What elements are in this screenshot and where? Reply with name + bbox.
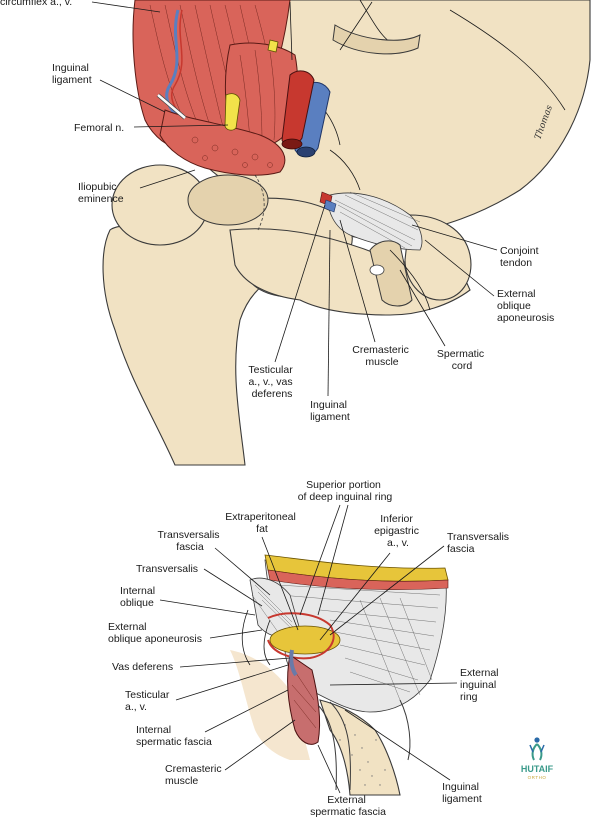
- logo-figure-icon: [529, 737, 545, 761]
- label-inguinal-ligament-bottom: Inguinal ligament: [310, 399, 350, 423]
- label-inguinal-ligament-bottom-fig: Inguinal ligament: [442, 781, 482, 805]
- label-conjoint-tendon: Conjoint tendon: [500, 245, 541, 269]
- label-cremasteric-muscle-top: Cremasteric muscle: [352, 344, 412, 368]
- vas-deferens-tube: [289, 649, 298, 677]
- label-inferior-epigastric: Inferior epigastric a., v.: [374, 513, 422, 549]
- acetabular-rim: [187, 174, 269, 226]
- cut-muscle-mass: [159, 109, 286, 176]
- cut-muscle-texture: [191, 136, 273, 168]
- bottom-labels: Superior portion of deep inguinal ring E…: [108, 479, 512, 818]
- label-external-spermatic-fascia: External spermatic fascia: [310, 794, 386, 818]
- cord-cut-end: [369, 264, 385, 276]
- ligament-curve: [399, 699, 411, 761]
- label-transversalis-fascia-left: Transversalis fascia: [158, 529, 223, 553]
- femoral-nerve: [224, 93, 241, 131]
- bone-stipple: [339, 724, 386, 786]
- fascial-sleeve-a: [317, 704, 337, 791]
- logo-subtitle: ORTHO: [528, 775, 547, 780]
- label-internal-oblique: Internal oblique: [120, 585, 158, 609]
- genitofemoral-nerve: [267, 39, 279, 53]
- bottom-illustration: [230, 554, 449, 796]
- fascial-sleeve-b: [329, 701, 351, 791]
- top-illustration: Thomas: [102, 0, 591, 466]
- iliac-crest-shade: [332, 24, 421, 55]
- deep-ring-fat: [269, 625, 341, 655]
- spermatic-cord: [369, 240, 413, 307]
- label-external-inguinal-ring: External inguinal ring: [460, 667, 501, 703]
- hutaif-logo: HUTAIF ORTHO: [521, 737, 554, 780]
- label-transversalis-fascia-right: Transversalis fascia: [447, 531, 512, 555]
- label-inguinal-ligament-left: Inguinal ligament: [52, 62, 92, 86]
- top-labels: circumflex a., v. Inguinal ligament Femo…: [0, 0, 554, 423]
- label-vas-deferens: Vas deferens: [112, 661, 173, 673]
- label-spermatic-cord: Spermatic cord: [437, 348, 487, 372]
- label-extraperitoneal-fat: Extraperitoneal fat: [225, 511, 299, 535]
- probe: [157, 94, 186, 119]
- conjoint-tendon: [328, 192, 423, 251]
- label-internal-spermatic-fascia: Internal spermatic fascia: [136, 724, 212, 748]
- artery-lumen: [281, 138, 303, 150]
- label-femoral-nerve: Femoral n.: [74, 122, 124, 134]
- epigastric-vessel-loop: [267, 612, 335, 660]
- skin-background: [230, 650, 310, 760]
- label-circumflex: circumflex a., v.: [0, 0, 72, 8]
- label-external-oblique: External oblique aponeurosis: [497, 288, 554, 324]
- vein-lumen: [296, 146, 316, 158]
- label-superior-portion: Superior portion of deep inguinal ring: [298, 479, 393, 503]
- pubic-bone-bottom: [319, 699, 401, 796]
- transversalis-layer: [267, 569, 449, 590]
- label-iliopubic-eminence: Iliopubic eminence: [78, 181, 124, 205]
- label-cremasteric-muscle-bottom: Cremasteric muscle: [165, 763, 225, 787]
- dashed-contour: [254, 174, 265, 231]
- label-testicular-bottom: Testicular a., v.: [125, 689, 172, 713]
- label-external-oblique-bottom: External oblique aponeurosis: [108, 621, 202, 645]
- label-testicular-top: Testicular a., v., vas deferens: [248, 364, 295, 400]
- logo-name: HUTAIF: [521, 764, 554, 774]
- label-transversalis: Transversalis: [136, 563, 198, 575]
